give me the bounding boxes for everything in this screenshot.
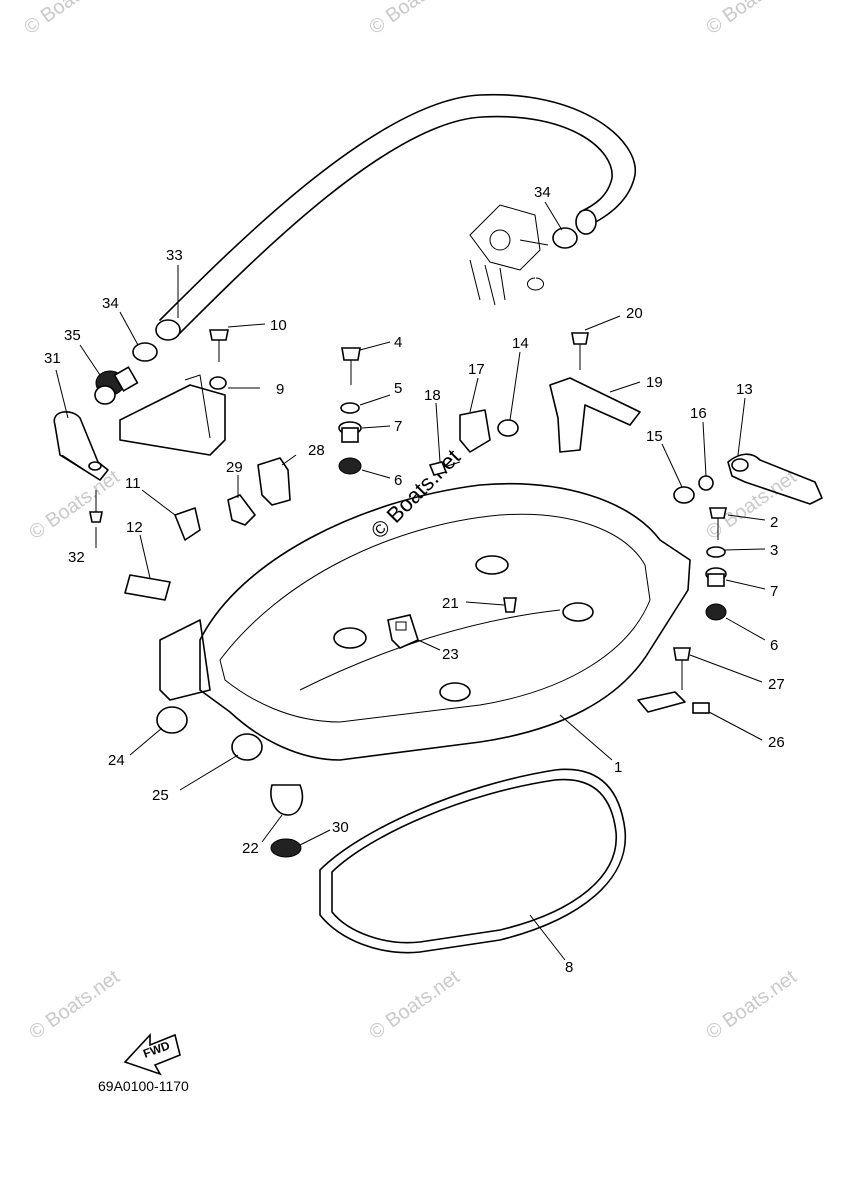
part-23-grommet bbox=[387, 614, 419, 649]
callout-10: 10 bbox=[270, 317, 287, 334]
part-16-washer bbox=[698, 475, 714, 491]
callout-7: 7 bbox=[770, 583, 778, 600]
callout-23: 23 bbox=[442, 646, 459, 663]
drawing-code: 69A0100-1170 bbox=[98, 1078, 189, 1094]
part-10-bolt bbox=[209, 329, 229, 362]
part-11-grommet bbox=[174, 507, 201, 541]
callout-29: 29 bbox=[226, 459, 243, 476]
callout-6: 6 bbox=[394, 472, 402, 489]
callout-27: 27 bbox=[768, 676, 785, 693]
callout-33: 33 bbox=[166, 247, 183, 264]
callout-11: 11 bbox=[125, 475, 141, 492]
part-18-bolt bbox=[428, 461, 461, 476]
callout-5: 5 bbox=[394, 380, 402, 397]
watermark-center: © Boats.net bbox=[366, 444, 465, 543]
callout-25: 25 bbox=[152, 787, 169, 804]
fwd-arrow-icon: FWD bbox=[123, 1032, 181, 1076]
part-17-lever bbox=[459, 409, 491, 453]
callout-26: 26 bbox=[768, 734, 785, 751]
watermark: © Boats.net bbox=[20, 0, 119, 39]
part-1-bottom-cowling bbox=[159, 482, 691, 761]
callout-2: 2 bbox=[770, 514, 778, 531]
callout-30: 30 bbox=[332, 819, 349, 836]
callout-32: 32 bbox=[68, 549, 85, 566]
callout-4: 4 bbox=[394, 334, 402, 351]
callout-24: 24 bbox=[108, 752, 125, 769]
watermark: © Boats.net bbox=[702, 966, 801, 1044]
part-12-plate bbox=[124, 574, 171, 601]
part-34-clamp-lower bbox=[132, 342, 158, 362]
callout-6: 6 bbox=[770, 637, 778, 654]
part-32-screw bbox=[89, 490, 103, 523]
callout-21: 21 bbox=[442, 595, 459, 612]
callout-7: 7 bbox=[394, 418, 402, 435]
part-14-bushing bbox=[497, 419, 519, 437]
part-25-plug bbox=[231, 733, 263, 761]
watermark: © Boats.net bbox=[702, 0, 801, 39]
callout-28: 28 bbox=[308, 442, 325, 459]
part-15-bushing bbox=[673, 486, 695, 504]
part-5-washer bbox=[340, 402, 360, 414]
part-20-bolt bbox=[571, 332, 589, 370]
part-27-bolt bbox=[673, 647, 691, 690]
callout-34: 34 bbox=[534, 184, 551, 201]
part-7-collar bbox=[338, 421, 362, 443]
part-6-grommet-right bbox=[705, 603, 727, 621]
watermark: © Boats.net bbox=[365, 966, 464, 1044]
part-3-washer bbox=[706, 546, 726, 558]
callout-35: 35 bbox=[64, 327, 81, 344]
watermark: © Boats.net bbox=[365, 0, 464, 39]
callout-16: 16 bbox=[690, 405, 707, 422]
part-30-cap bbox=[270, 838, 302, 858]
callout-18: 18 bbox=[424, 387, 441, 404]
callout-1: 1 bbox=[614, 759, 622, 776]
part-22-plug bbox=[270, 784, 304, 816]
part-33-hose bbox=[155, 93, 636, 341]
callout-13: 13 bbox=[736, 381, 753, 398]
callout-3: 3 bbox=[770, 542, 778, 559]
part-26-plate bbox=[637, 691, 710, 714]
callout-14: 14 bbox=[512, 335, 529, 352]
part-35-fitting bbox=[94, 366, 139, 405]
callout-20: 20 bbox=[626, 305, 643, 322]
callout-19: 19 bbox=[646, 374, 663, 391]
part-2-bolt bbox=[709, 507, 727, 540]
callout-31: 31 bbox=[44, 350, 61, 367]
part-19-bracket bbox=[549, 377, 641, 453]
watermark: © Boats.net bbox=[25, 466, 124, 544]
part-7-collar-right bbox=[705, 567, 727, 587]
watermark: © Boats.net bbox=[25, 966, 124, 1044]
part-4-bolt bbox=[341, 347, 361, 385]
callout-12: 12 bbox=[126, 519, 143, 536]
leader-lines bbox=[55, 201, 766, 961]
callout-15: 15 bbox=[646, 428, 663, 445]
callout-9: 9 bbox=[276, 381, 284, 398]
part-6-grommet bbox=[338, 457, 362, 475]
part-13-lever bbox=[727, 453, 823, 505]
callout-34: 34 bbox=[102, 295, 119, 312]
part-24-plug bbox=[156, 706, 188, 734]
watermark: © Boats.net bbox=[702, 466, 801, 544]
part-8-seal bbox=[319, 768, 627, 954]
callout-17: 17 bbox=[468, 361, 485, 378]
part-34-clamp-upper bbox=[469, 204, 578, 306]
part-21-screw bbox=[503, 597, 517, 613]
callout-8: 8 bbox=[565, 959, 573, 976]
part-29-clip bbox=[227, 494, 256, 526]
part-9-bracket bbox=[119, 374, 227, 456]
part-31-bracket bbox=[53, 411, 109, 481]
callouts: 1 2 3 4 5 6 6 7 7 8 9 10 11 12 13 14 15 … bbox=[44, 184, 785, 976]
callout-22: 22 bbox=[242, 840, 259, 857]
part-28-clip bbox=[257, 457, 291, 506]
